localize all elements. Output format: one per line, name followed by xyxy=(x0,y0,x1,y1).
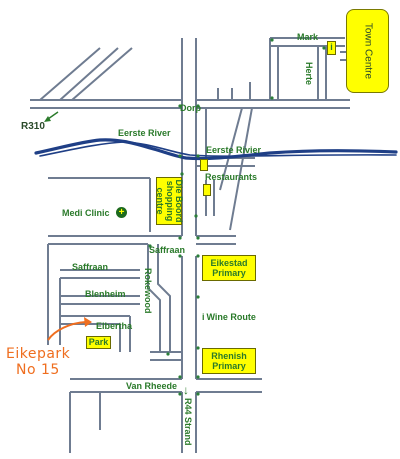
label-medi-clinic: Medi Clinic xyxy=(62,208,110,218)
label-rokewood: Rokewood xyxy=(143,268,153,314)
intersection-dots xyxy=(148,38,326,396)
label-blenheim: Blenheim xyxy=(85,289,126,299)
rhenish-primary-box: Rhenish Primary xyxy=(202,348,256,374)
road-elbertha xyxy=(60,315,131,352)
info-icon: i xyxy=(327,41,336,55)
road-r310 xyxy=(39,47,133,101)
label-r310: R310 xyxy=(21,121,45,132)
label-saffraan-main: Saffraan xyxy=(149,245,186,255)
destination-line2: No 15 xyxy=(16,362,60,378)
road-van-rheede xyxy=(70,378,262,393)
road-dorp xyxy=(30,99,350,109)
road-side-a xyxy=(217,82,251,100)
road-blenheim xyxy=(60,295,140,305)
road-rokewood-join xyxy=(150,351,182,361)
river-eerste-strand2 xyxy=(39,141,397,157)
road-herte xyxy=(317,46,327,100)
label-van-rheede: Van Rheede xyxy=(126,381,178,391)
road-diag-east xyxy=(205,107,253,231)
label-mark: Mark xyxy=(297,32,319,42)
road-west-top xyxy=(48,177,151,232)
town-centre-box: Town Centre xyxy=(346,9,389,93)
label-eerste-rivier: Eerste Rivier xyxy=(206,145,262,155)
destination-line1: Eikepark xyxy=(6,346,71,362)
label-dorp: Dorp xyxy=(180,103,201,113)
road-saffraan-west xyxy=(60,269,140,279)
label-elbertha: Elbertha xyxy=(96,321,133,331)
r44-arrow-icon: ↓ xyxy=(183,383,189,397)
park-box: Park xyxy=(86,336,111,349)
eikestad-primary-box: Eikestad Primary xyxy=(202,255,256,281)
road-west-mid xyxy=(48,235,182,245)
label-eerste-river: Eerste River xyxy=(118,128,171,138)
r310-arrow-icon xyxy=(44,111,59,122)
label-r44-strand: R44 Strand xyxy=(183,398,193,446)
restaurant-marker-1 xyxy=(200,159,208,171)
die-boord-label: Die Boord shopping centre xyxy=(155,179,185,223)
road-rokewood xyxy=(147,244,171,352)
road-saffraan-east xyxy=(196,235,236,245)
die-boord-box: Die Boord shopping centre xyxy=(155,177,185,225)
town-centre-label: Town Centre xyxy=(362,22,373,80)
label-saffraan-west: Saffraan xyxy=(72,262,109,272)
wine-route-info-icon: i xyxy=(202,312,205,322)
label-herte: Herte xyxy=(304,62,314,86)
medical-cross-icon: + xyxy=(116,207,127,218)
wine-route-text: Wine Route xyxy=(206,312,256,322)
label-restaurants: Restaurants xyxy=(205,172,258,182)
road-mark xyxy=(269,37,345,100)
road-south-west xyxy=(69,392,101,453)
restaurant-marker-2 xyxy=(203,184,211,196)
destination-arrow-icon xyxy=(47,317,92,341)
destination-label: Eikepark No 15 xyxy=(6,346,70,378)
road-west-vert xyxy=(47,244,61,345)
